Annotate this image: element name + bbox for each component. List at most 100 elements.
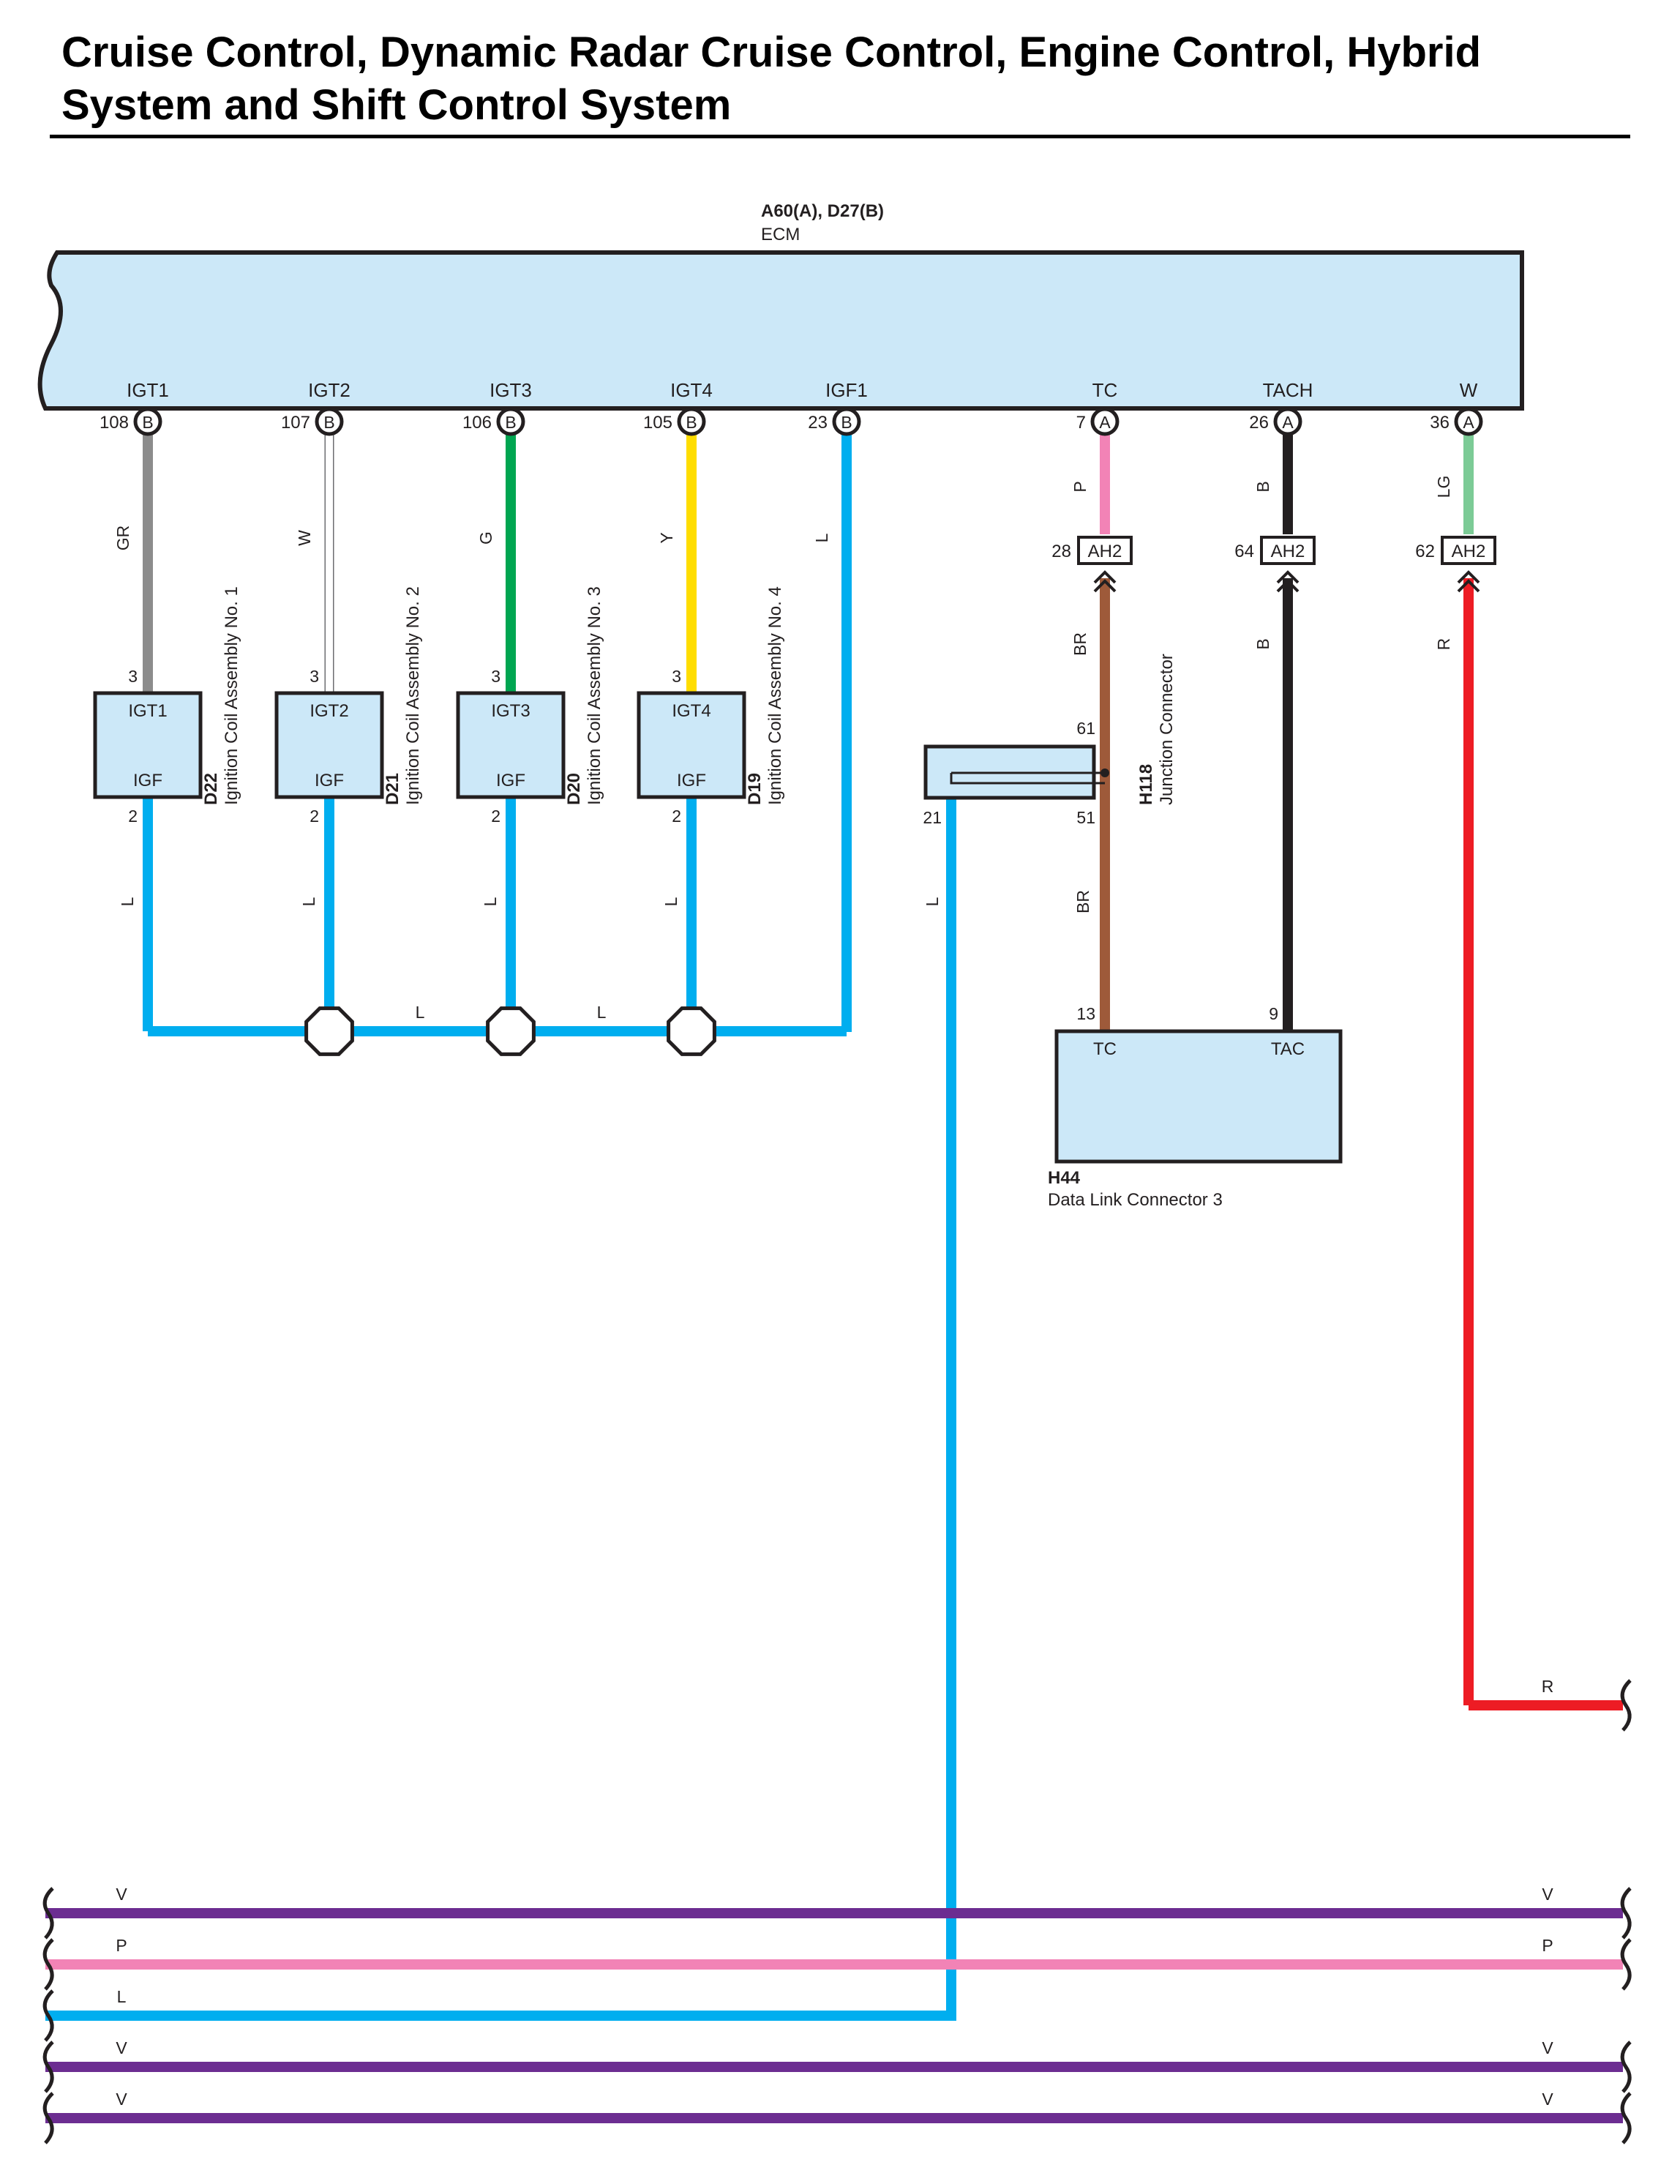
wire-color-label: L — [812, 533, 831, 542]
bus-right-label: V — [1542, 1885, 1553, 1904]
ecm-pin-label: IGT2 — [308, 379, 350, 401]
ecm-code: A60(A), D27(B) — [761, 201, 884, 221]
pin-number: 105 — [643, 413, 672, 433]
bus-right-label: P — [1542, 1936, 1553, 1955]
continuation-mark — [1620, 1887, 1632, 1940]
dlc-name: Data Link Connector 3 — [1048, 1190, 1223, 1210]
coil-output-pin: 2 — [672, 807, 681, 826]
coil-input-pin: 3 — [491, 667, 500, 686]
ah2-label: AH2 — [1088, 542, 1122, 561]
bus-left-label: P — [116, 1936, 127, 1955]
wire-color-label: B — [1253, 481, 1272, 492]
wire-color-label: L — [923, 897, 942, 906]
continuation-mark — [42, 2041, 54, 2093]
junction-dot — [1100, 768, 1109, 777]
coil-output-label: IGF — [315, 771, 344, 790]
wire-color-label: GR — [113, 526, 132, 551]
connector-terminal — [1273, 407, 1302, 436]
connector-letter: A — [1463, 413, 1474, 432]
igf-bus-label: L — [597, 1003, 607, 1022]
splice-point — [667, 1006, 716, 1056]
coil-input-pin: 3 — [128, 667, 138, 686]
continuation-mark — [42, 1938, 54, 1991]
bus-left-label: V — [116, 2090, 127, 2109]
splice-point — [304, 1006, 354, 1056]
connector-letter: B — [505, 413, 516, 432]
wire-color-label: Y — [657, 532, 676, 543]
coil-input-label: IGT4 — [672, 701, 710, 721]
junction-pin-bottom: 51 — [1076, 808, 1095, 827]
wire-color-label: B — [1253, 638, 1272, 649]
ecm-pin-label: TACH — [1263, 379, 1313, 401]
junction-code: H118 — [1136, 764, 1156, 805]
coil-name: Ignition Coil Assembly No. 1 — [222, 586, 241, 805]
coil-name: Ignition Coil Assembly No. 2 — [403, 586, 423, 805]
ecm-pin-label: TC — [1092, 379, 1118, 401]
dlc-tc-pin: 13 — [1076, 1004, 1095, 1023]
ignition-coil-box — [456, 691, 566, 799]
connector-chevron — [1457, 570, 1480, 593]
coil-name: Ignition Coil Assembly No. 4 — [765, 586, 785, 805]
continuation-mark — [1620, 2092, 1632, 2144]
igf-bus-label: L — [416, 1003, 425, 1022]
ah2-label: AH2 — [1271, 542, 1305, 561]
ah2-connector — [1260, 536, 1316, 565]
coil-output-label: IGF — [496, 771, 525, 790]
coil-code: D21 — [383, 773, 402, 805]
continuation-mark — [1620, 1679, 1632, 1732]
pin-number: 108 — [100, 413, 129, 433]
continuation-mark — [42, 1989, 54, 2042]
coil-code: D22 — [201, 773, 221, 805]
wire-junction-l — [45, 798, 956, 2021]
bus-left-label: V — [116, 1885, 127, 1904]
wire-color-label: L — [299, 897, 318, 906]
coil-output-pin: 2 — [128, 807, 138, 826]
dlc-box — [1054, 1029, 1343, 1164]
components-layer — [37, 250, 1632, 2144]
ignition-coil-box — [637, 691, 746, 799]
connector-terminal — [832, 407, 861, 436]
wire-color-label: P — [1070, 481, 1090, 492]
wire-color-label: L — [481, 897, 500, 906]
dlc-tac-pin: 9 — [1269, 1004, 1278, 1023]
ignition-coil-box — [93, 691, 203, 799]
coil-code: D20 — [564, 773, 584, 805]
connector-letter: A — [1282, 413, 1294, 432]
coil-input-pin: 3 — [672, 667, 681, 686]
ignition-coil-box — [274, 691, 384, 799]
wires-layer — [45, 432, 1623, 2123]
connector-letter: B — [841, 413, 852, 432]
connector-terminal — [1090, 407, 1120, 436]
ah2-pin: 28 — [1051, 542, 1071, 561]
page-title-line-2: System and Shift Control System — [61, 81, 732, 129]
coil-output-pin: 2 — [310, 807, 319, 826]
wire-color-label: R — [1434, 638, 1453, 651]
dlc-code: H44 — [1048, 1168, 1081, 1188]
ecm-pin-label: IGT1 — [127, 379, 169, 401]
pin-number: 106 — [462, 413, 492, 433]
ecm-name: ECM — [761, 225, 800, 244]
wire-color-label: W — [295, 530, 314, 546]
page-title: Cruise Control, Dynamic Radar Cruise Con… — [61, 26, 1642, 132]
connector-chevron — [1276, 570, 1300, 593]
coil-input-pin: 3 — [310, 667, 319, 686]
connector-terminal — [315, 407, 344, 436]
r-exit-label: R — [1542, 1677, 1554, 1696]
connector-chevron — [1093, 570, 1117, 593]
dlc-tc-label: TC — [1093, 1039, 1117, 1059]
connector-letter: B — [686, 413, 697, 432]
connector-letter: B — [142, 413, 153, 432]
bus-left-label: L — [117, 1987, 127, 2006]
connector-terminal — [496, 407, 525, 436]
ah2-connector — [1077, 536, 1133, 565]
pin-number: 7 — [1076, 413, 1086, 433]
page-title-line-1: Cruise Control, Dynamic Radar Cruise Con… — [61, 29, 1481, 76]
pin-number: 26 — [1249, 413, 1269, 433]
continuation-mark — [42, 1887, 54, 1940]
coil-output-label: IGF — [677, 771, 706, 790]
coil-input-label: IGT3 — [491, 701, 530, 721]
ah2-pin: 62 — [1415, 542, 1435, 561]
junction-pin-top: 61 — [1076, 719, 1095, 738]
title-divider — [50, 135, 1630, 138]
